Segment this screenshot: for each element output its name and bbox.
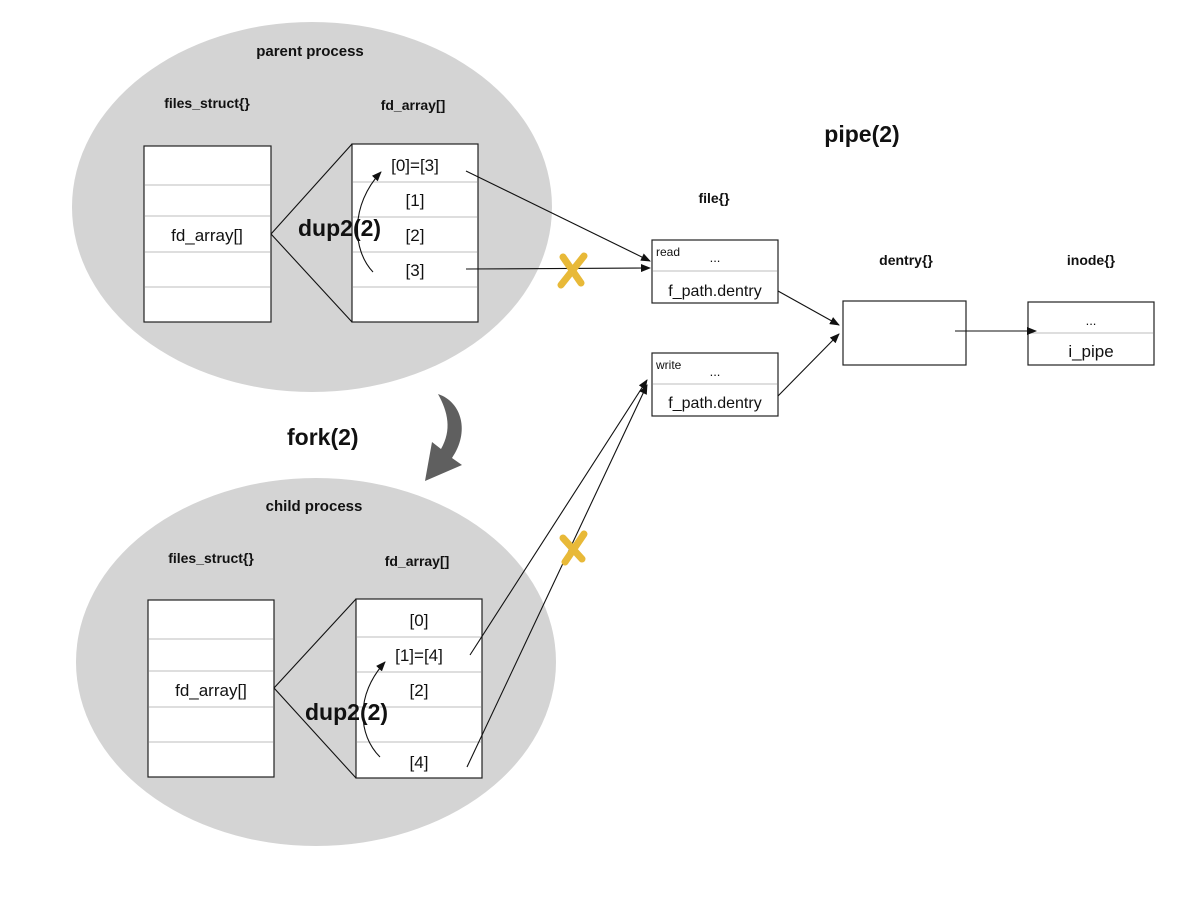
child-dup2-label: dup2(2) bbox=[305, 699, 388, 725]
child-fd-cell-3: [4] bbox=[410, 753, 429, 772]
child-files-struct-box bbox=[147, 599, 275, 778]
inode-label: inode{} bbox=[1067, 252, 1116, 268]
child-fd-cell-1: [1]=[4] bbox=[395, 646, 443, 665]
file-write-mode: write bbox=[655, 358, 682, 372]
child-files-struct-label: files_struct{} bbox=[168, 550, 254, 566]
arrow-parent-fd3-to-read bbox=[465, 264, 651, 273]
parent-fd-cell-1: [1] bbox=[406, 191, 425, 210]
inode-field: i_pipe bbox=[1068, 342, 1113, 361]
file-write-box-group: write ... f_path.dentry bbox=[651, 352, 779, 417]
parent-dup2-label: dup2(2) bbox=[298, 215, 381, 241]
inode-dots: ... bbox=[1086, 313, 1097, 328]
arrow-parent-fd0-to-read bbox=[465, 170, 651, 262]
pipe-label: pipe(2) bbox=[824, 121, 899, 147]
parent-dup2-curve-arrow bbox=[356, 171, 382, 273]
fork-group: fork(2) bbox=[287, 394, 462, 481]
file-read-dots: ... bbox=[710, 250, 721, 265]
dentry-label: dentry{} bbox=[879, 252, 933, 268]
parent-fd-cell-3: [3] bbox=[406, 261, 425, 280]
child-fd-cell-0: [0] bbox=[410, 611, 429, 630]
file-read-mode: read bbox=[656, 245, 680, 259]
parent-expand-line-bottom bbox=[270, 233, 353, 323]
child-expand-line-top bbox=[273, 598, 357, 689]
arrow-write-to-dentry bbox=[777, 333, 840, 397]
fork-label: fork(2) bbox=[287, 424, 359, 450]
parent-process-group: parent process files_struct{} fd_array[]… bbox=[72, 22, 552, 392]
child-fd-array-label: fd_array[] bbox=[385, 553, 450, 569]
fork-arrow-icon bbox=[425, 394, 462, 481]
child-fd-cell-2: [2] bbox=[410, 681, 429, 700]
parent-fd-array-label: fd_array[] bbox=[381, 97, 446, 113]
child-process-title: child process bbox=[266, 498, 363, 515]
file-read-field: f_path.dentry bbox=[668, 283, 761, 300]
child-process-group: child process files_struct{} fd_array[] … bbox=[76, 478, 556, 846]
parent-files-struct-label: files_struct{} bbox=[164, 95, 250, 111]
inode-box-group: ... i_pipe bbox=[1027, 301, 1155, 366]
file-write-field: f_path.dentry bbox=[668, 395, 761, 412]
parent-expand-line-top bbox=[270, 143, 353, 235]
child-files-struct-fd-array-cell: fd_array[] bbox=[175, 681, 247, 700]
child-dup2-curve-arrow bbox=[362, 661, 386, 758]
parent-files-struct-fd-array-cell: fd_array[] bbox=[171, 226, 243, 245]
arrow-child-fd1-to-write bbox=[469, 379, 648, 656]
child-fd-array-box bbox=[355, 598, 483, 779]
parent-fd-cell-0: [0]=[3] bbox=[391, 156, 439, 175]
parent-fd-cell-2: [2] bbox=[406, 226, 425, 245]
child-expand-line-bottom bbox=[273, 687, 357, 779]
file-struct-label: file{} bbox=[698, 190, 730, 206]
arrow-child-fd4-to-write bbox=[466, 384, 648, 768]
file-write-dots: ... bbox=[710, 364, 721, 379]
cross-mark-parent-icon bbox=[557, 252, 588, 289]
arrow-read-to-dentry bbox=[777, 290, 840, 326]
cross-mark-child-icon bbox=[559, 530, 588, 566]
file-read-box-group: read ... f_path.dentry bbox=[651, 239, 779, 304]
dentry-box bbox=[842, 300, 967, 366]
parent-process-title: parent process bbox=[256, 43, 364, 60]
